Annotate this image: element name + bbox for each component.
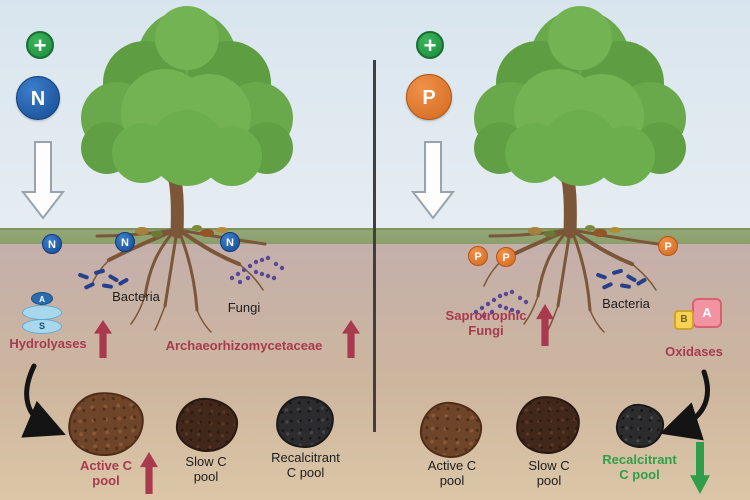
active-c-pool-label-left: Active C pool — [66, 458, 146, 488]
tree-canopy-right — [474, 6, 686, 186]
hydrolyase-enzyme-icon: A S — [20, 292, 64, 336]
pool-label-line: pool — [536, 473, 562, 488]
fallen-leaves-right — [528, 225, 621, 238]
enzyme-disc — [22, 305, 62, 320]
pool-label-line: pool — [439, 473, 465, 488]
root-n-badge: N — [115, 232, 135, 252]
tree-canopy-left — [81, 6, 293, 186]
archaeorhizomycetaceae-label: Archaeorhizomycetaceae — [165, 338, 323, 353]
pool-label-line: Recalcitrant — [271, 450, 340, 465]
bacteria-label-right: Bacteria — [602, 296, 650, 311]
oxidase-enzyme-icon-b: B — [674, 310, 694, 330]
fungi-label-line: Fungi — [468, 323, 504, 338]
enzyme-subunit-a: A — [31, 292, 53, 305]
oxidase-enzyme-icon-a: A — [692, 298, 722, 328]
pool-label-line: Active C — [427, 458, 477, 473]
saprotrophic-fungi-icon — [473, 289, 529, 319]
pool-label-line: pool — [92, 473, 120, 488]
tree-right — [474, 6, 686, 333]
fungi-icon-left — [229, 255, 285, 285]
hydrolyases-label: Hydrolyases — [9, 336, 87, 351]
enzyme-subunit-s: S — [22, 319, 62, 334]
root-p-badge: P — [496, 247, 516, 267]
fungi-label-left: Fungi — [227, 300, 261, 315]
pool-label-line: Slow C — [185, 454, 227, 469]
tree-left — [81, 6, 293, 333]
root-n-badge: N — [220, 232, 240, 252]
oxidases-label: Oxidases — [665, 344, 723, 359]
recalcitrant-c-pool-label-left: Recalcitrant C pool — [258, 450, 353, 480]
slow-c-pool-label-right: Slow C pool — [510, 458, 588, 488]
nitrogen-icon: N — [16, 76, 60, 120]
plus-icon-left: + — [26, 31, 54, 59]
fallen-leaves-left — [135, 225, 228, 238]
root-n-badge: N — [42, 234, 62, 254]
slow-c-pool-label-left: Slow C pool — [168, 454, 244, 484]
bacteria-icon-left — [78, 268, 129, 290]
root-p-badge: P — [468, 246, 488, 266]
phosphorus-icon: P — [406, 74, 452, 120]
recalcitrant-c-pool-label-right: Recalcitrant C pool — [592, 452, 687, 482]
bacteria-label-left: Bacteria — [112, 289, 160, 304]
pool-label-line: C pool — [286, 465, 325, 480]
active-c-pool-label-right: Active C pool — [412, 458, 492, 488]
root-p-badge: P — [658, 236, 678, 256]
fungi-label-line: Saprotrophic — [445, 308, 527, 323]
saprotrophic-fungi-label: Saprotrophic Fungi — [436, 308, 536, 338]
pool-label-line: Active C — [79, 458, 133, 473]
pool-label-line: Recalcitrant — [602, 452, 677, 467]
pool-label-line: Slow C — [528, 458, 570, 473]
plus-icon-right: + — [416, 31, 444, 59]
panel-divider-line — [373, 60, 376, 432]
bacteria-icon-right — [596, 268, 647, 290]
pool-label-line: pool — [193, 469, 219, 484]
pool-label-line: C pool — [619, 467, 660, 482]
